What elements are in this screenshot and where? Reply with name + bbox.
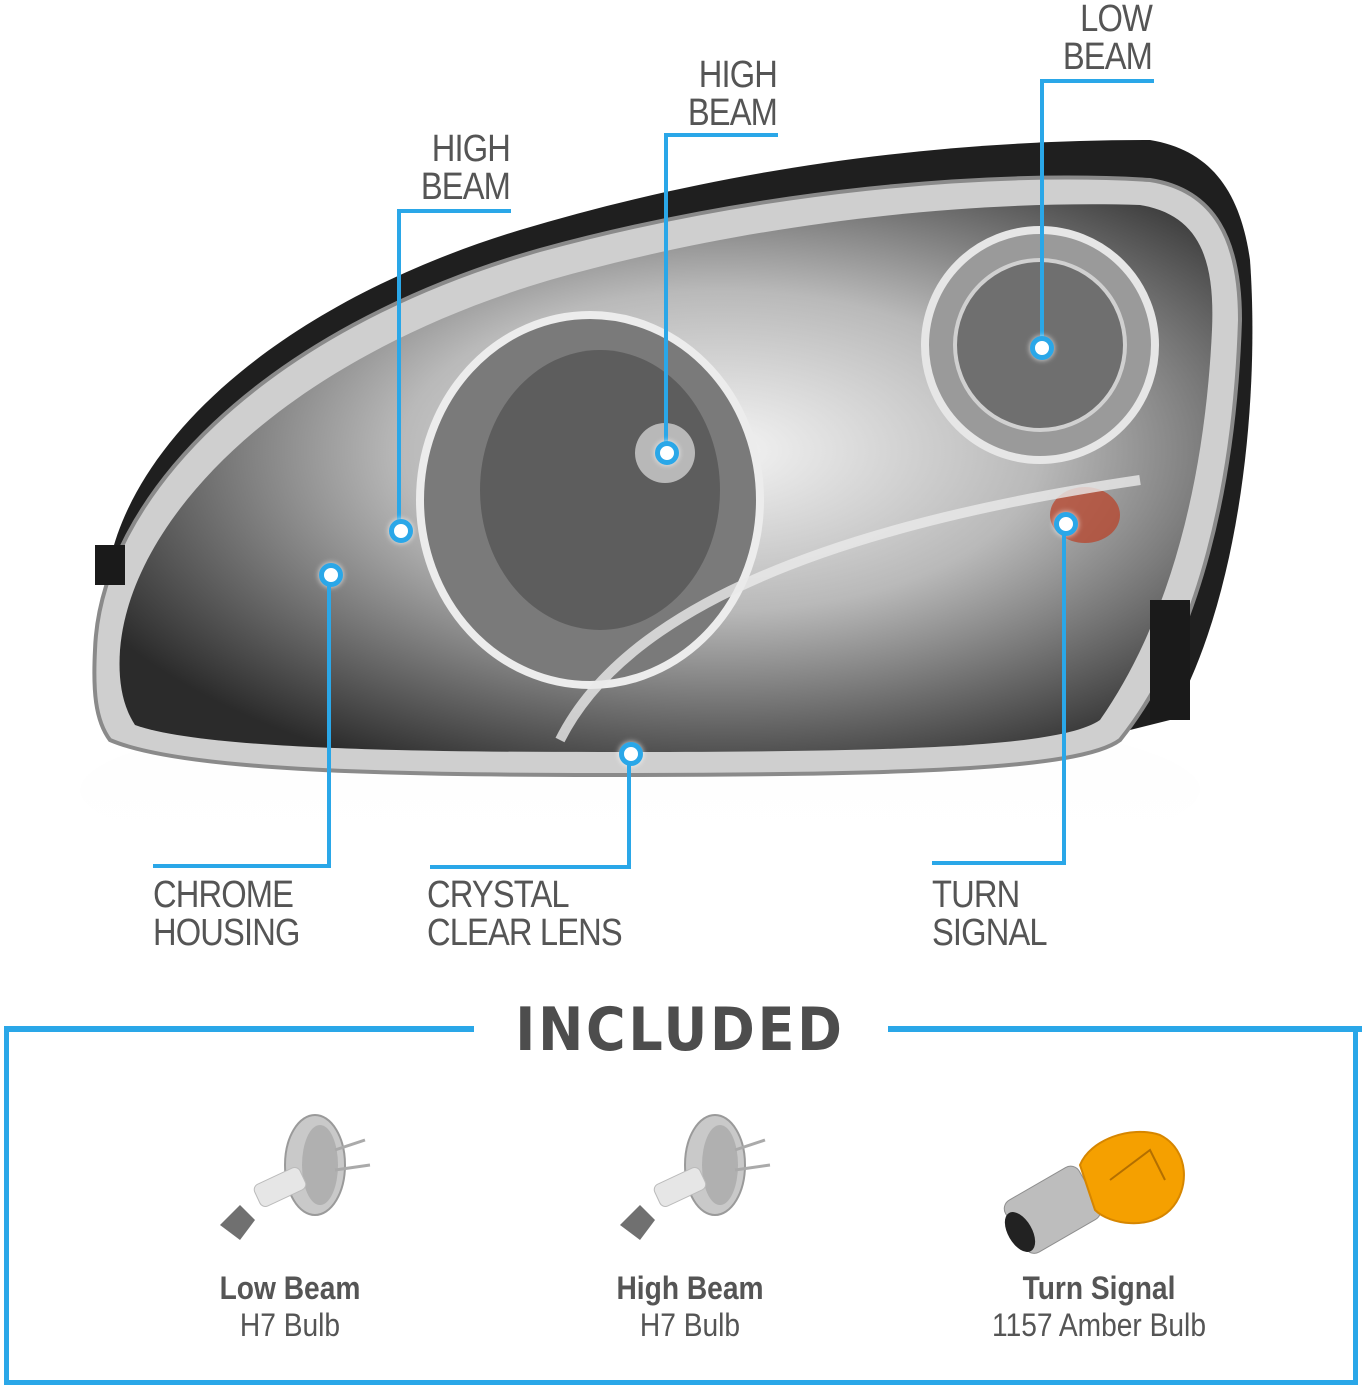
callout-line xyxy=(932,861,1066,865)
headlight-image xyxy=(80,140,1253,880)
callout-text: SIGNAL xyxy=(932,912,1048,954)
callout-text: HOUSING xyxy=(153,912,300,954)
included-border-left xyxy=(4,1026,474,1032)
callout-chrome-housing: CHROME HOUSING xyxy=(153,876,342,952)
callout-text: HIGH xyxy=(698,54,778,96)
included-border-right xyxy=(888,1026,1362,1032)
included-box xyxy=(4,1030,1358,1385)
callout-dot xyxy=(1054,512,1078,536)
callout-line xyxy=(627,762,631,868)
callout-text: CRYSTAL xyxy=(427,874,570,916)
callout-dot xyxy=(319,563,343,587)
h7-bulb-icon xyxy=(220,1114,371,1240)
callout-turn-signal: TURN SIGNAL xyxy=(932,876,1087,952)
amber-1157-bulb-icon xyxy=(1003,1130,1185,1254)
callout-text: BEAM xyxy=(687,92,778,134)
included-item-low-beam: Low Beam H7 Bulb xyxy=(120,1270,460,1344)
item-subtitle: H7 Bulb xyxy=(239,1307,341,1343)
callout-dot xyxy=(1030,336,1054,360)
callout-line xyxy=(153,864,331,868)
included-title: INCLUDED xyxy=(515,995,845,1065)
item-title: High Beam xyxy=(616,1270,764,1306)
callout-crystal-clear-lens: CRYSTAL CLEAR LENS xyxy=(427,876,651,952)
item-subtitle: H7 Bulb xyxy=(639,1307,741,1343)
callout-text: BEAM xyxy=(1062,36,1153,78)
callout-line xyxy=(664,133,778,137)
callout-dot xyxy=(619,742,643,766)
item-title: Low Beam xyxy=(219,1270,361,1306)
callout-line xyxy=(430,865,631,869)
callout-line xyxy=(1040,79,1044,339)
included-item-high-beam: High Beam H7 Bulb xyxy=(520,1270,860,1344)
callout-line xyxy=(397,209,511,213)
callout-low-beam: LOW BEAM xyxy=(987,0,1153,78)
callout-high-beam-left: HIGH BEAM xyxy=(347,128,511,208)
callout-text: HIGH xyxy=(431,128,511,170)
headlight-diagram: HIGH BEAM HIGH BEAM LOW BEAM CHROME HOUS… xyxy=(80,0,1253,952)
callout-line xyxy=(1062,532,1066,864)
callout-line xyxy=(664,133,668,453)
callout-text: CHROME xyxy=(153,874,294,916)
callout-line xyxy=(397,209,401,529)
callout-text: TURN xyxy=(932,874,1020,916)
callout-line xyxy=(327,583,331,867)
callout-line xyxy=(1040,79,1154,83)
item-subtitle: 1157 Amber Bulb xyxy=(992,1307,1206,1343)
callout-high-beam-center: HIGH BEAM xyxy=(612,54,778,134)
h7-bulb-icon xyxy=(620,1114,771,1240)
callout-text: LOW xyxy=(1080,0,1153,40)
callout-dot xyxy=(655,441,679,465)
item-title: Turn Signal xyxy=(1022,1270,1176,1306)
included-item-turn-signal: Turn Signal 1157 Amber Bulb xyxy=(929,1270,1269,1344)
callout-text: CLEAR LENS xyxy=(427,912,623,954)
callout-text: BEAM xyxy=(420,166,511,208)
callout-dot xyxy=(389,519,413,543)
